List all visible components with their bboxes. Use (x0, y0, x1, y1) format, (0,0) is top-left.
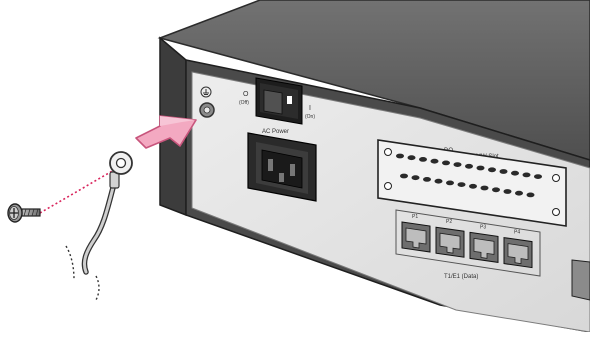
switch-on-label: I (309, 105, 311, 112)
db-pin (481, 186, 489, 191)
db-pin (477, 166, 485, 171)
t1-group-label: T1/E1 (Data) (444, 274, 478, 280)
db-pin (492, 187, 500, 192)
rj45-port-label: P2 (446, 219, 452, 225)
db-pin (442, 161, 450, 166)
wire-break-marks (66, 246, 99, 300)
db-pin (454, 162, 462, 167)
db-pin (504, 189, 512, 194)
db-pin (412, 175, 420, 180)
db-pin (488, 167, 496, 172)
partial-port-right (572, 260, 590, 300)
rj45-port-label: P3 (480, 224, 486, 230)
db-pin (527, 193, 535, 198)
db-pin (534, 174, 542, 179)
db-pin (435, 179, 443, 184)
db-pin (465, 164, 473, 169)
switch-off-label: O (243, 91, 249, 98)
switch-off-sub: (Off) (239, 100, 249, 106)
ac-power-label: AC Power (262, 129, 289, 135)
db-pin (523, 173, 531, 178)
switch-on-sub: (On) (305, 114, 315, 120)
db-pin (396, 154, 404, 159)
ground-ring-terminal[interactable] (84, 152, 132, 272)
rj45-port-label: P4 (514, 230, 520, 236)
db-pin (446, 181, 454, 186)
db-pin (500, 169, 508, 174)
db-pin (469, 184, 477, 189)
db-pin (515, 191, 523, 196)
db-pin (458, 182, 466, 187)
db-pin (423, 177, 431, 182)
db-pin (400, 174, 408, 179)
leader-line (40, 170, 114, 213)
db-pin (431, 159, 439, 164)
db-pin (419, 157, 427, 162)
db-pin (408, 155, 416, 160)
db-pin (511, 171, 519, 176)
screw[interactable] (8, 204, 40, 222)
rj45-port-label: P1 (412, 214, 418, 220)
